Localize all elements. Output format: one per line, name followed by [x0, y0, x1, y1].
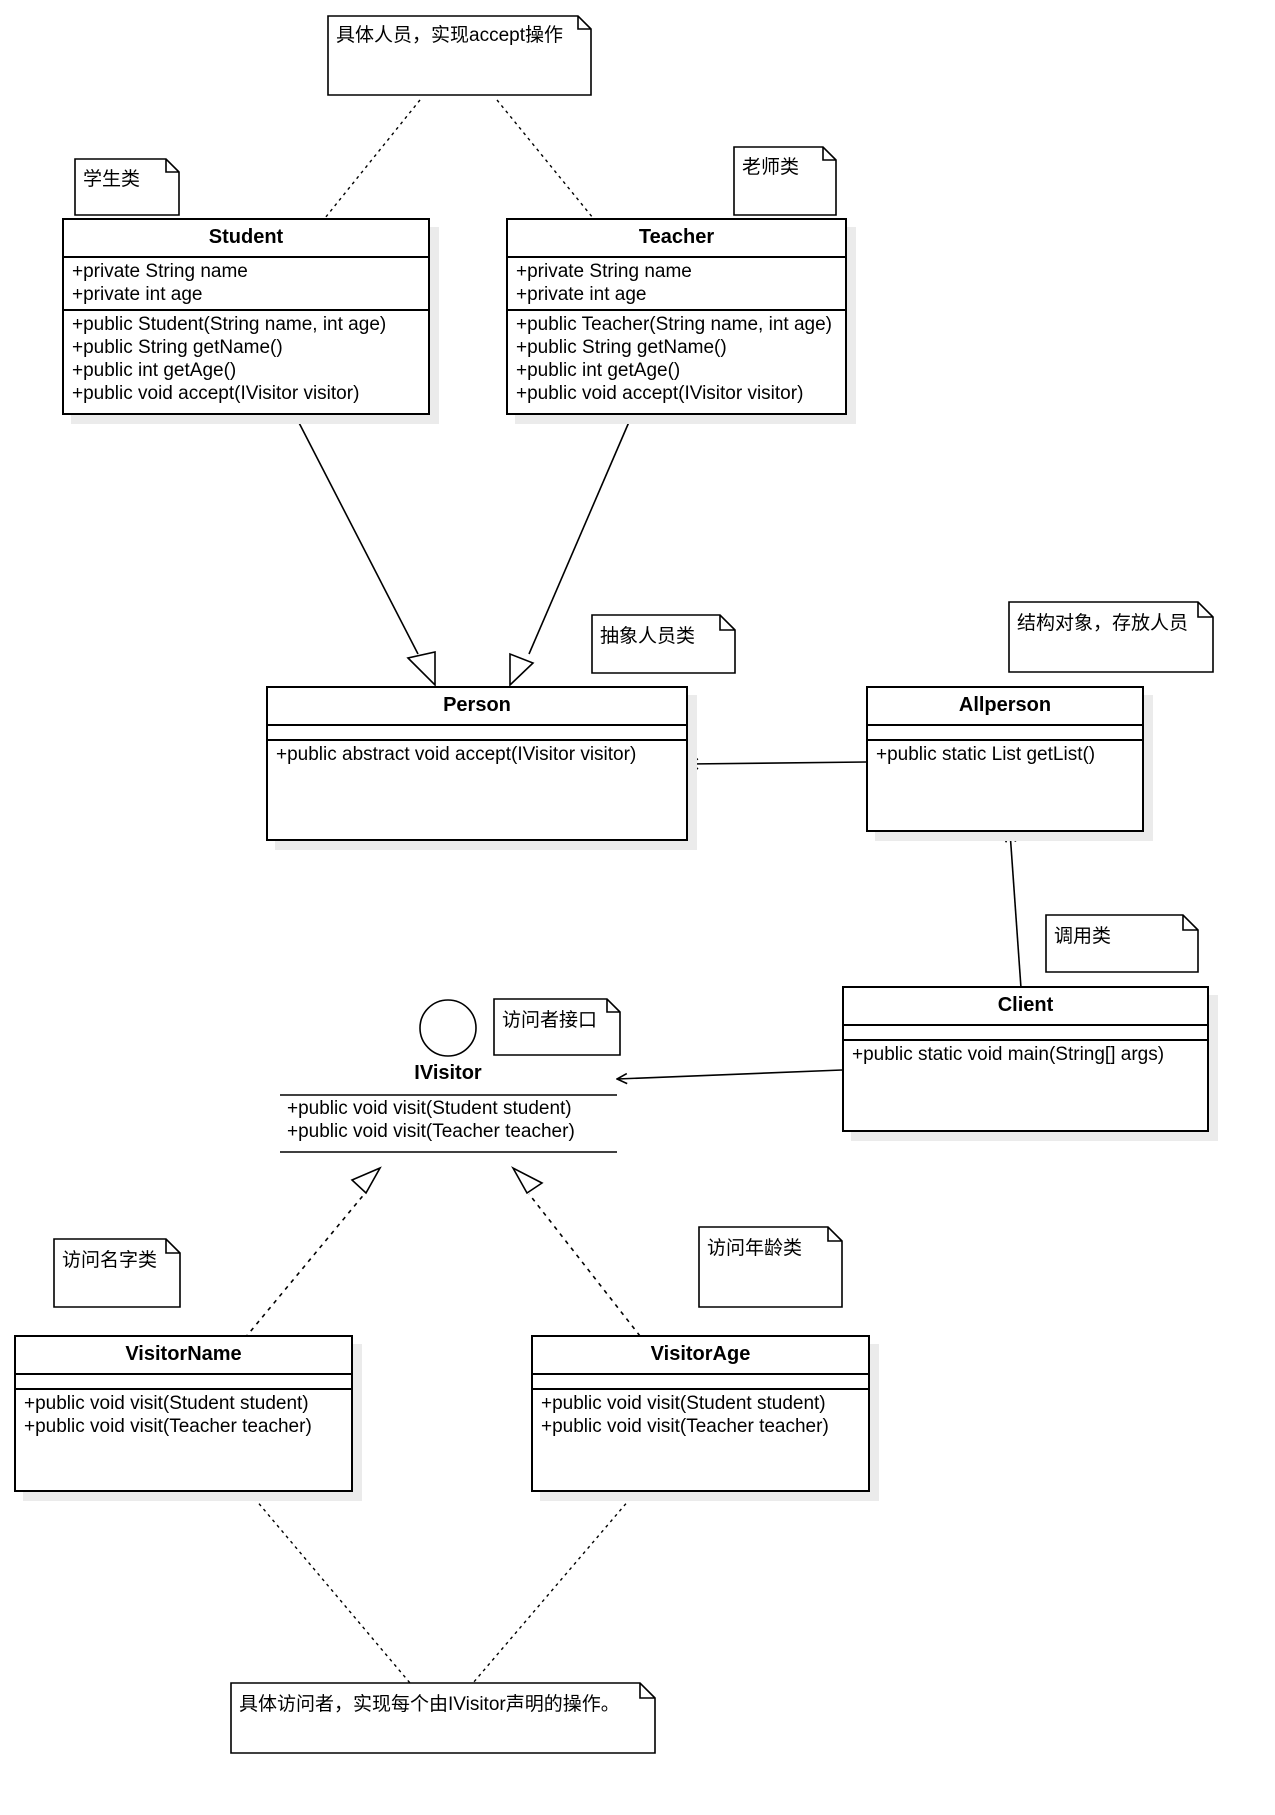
interface-name[interactable]: IVisitor [414, 1062, 482, 1084]
note-concrete-visitor: 具体访问者，实现每个由IVisitor声明的操作。 [239, 1694, 620, 1715]
class-attributes [844, 1026, 1207, 1041]
operation-row: +public Student(String name, int age) [72, 314, 387, 335]
operation-row: +public static List getList() [876, 744, 1096, 765]
operation-row: +public void accept(IVisitor visitor) [516, 383, 804, 404]
class-attributes: +private String name +private int age [64, 258, 428, 311]
class-allperson[interactable]: Allperson +public static List getList() [866, 686, 1144, 832]
note-shape-caller [1045, 914, 1199, 973]
class-visitorname[interactable]: VisitorName +public void visit(Student s… [14, 1335, 353, 1492]
class-operations: +public void visit(Student student) +pub… [16, 1390, 351, 1440]
association-allperson-person [688, 762, 867, 764]
anchor-note-teacher-class [496, 99, 594, 219]
class-attributes [533, 1375, 868, 1390]
class-attributes [16, 1375, 351, 1390]
class-name: Client [844, 988, 1207, 1026]
note-visitor-interface: 访问者接口 [502, 1010, 598, 1031]
note-teacher: 老师类 [742, 157, 800, 178]
operation-row: +public int getAge() [72, 360, 237, 381]
class-name: Person [268, 688, 686, 726]
anchor-note-visitorname-class [249, 1492, 411, 1684]
realization-visitorage-line [528, 1193, 641, 1337]
attribute-row: +private String name [516, 261, 692, 282]
operation-row: +public int getAge() [516, 360, 681, 381]
operation-row: +public abstract void accept(IVisitor vi… [276, 744, 637, 765]
operation-row: +public void visit(Teacher teacher) [24, 1416, 312, 1437]
realization-visitorage-triangle [510, 1166, 544, 1195]
class-operations: +public Teacher(String name, int age) +p… [508, 311, 845, 407]
note-shape-concrete-visitor [230, 1682, 656, 1754]
note-caller: 调用类 [1054, 926, 1112, 947]
note-visit-age: 访问年龄类 [707, 1238, 803, 1259]
class-name: VisitorName [16, 1337, 351, 1375]
note-shape-abstract-person [591, 614, 736, 674]
class-operations: +public static List getList() [868, 741, 1142, 768]
note-shape-teacher [733, 146, 837, 216]
operation-row: +public void visit(Student student) [541, 1393, 826, 1414]
class-operations: +public static void main(String[] args) [844, 1041, 1207, 1068]
class-attributes: +private String name +private int age [508, 258, 845, 311]
note-shape-visit-name [53, 1238, 181, 1308]
note-shape-visit-age [698, 1226, 843, 1308]
class-name: Student [64, 220, 428, 258]
note-abstract-person: 抽象人员类 [600, 626, 696, 647]
generalization-teacher-line [528, 414, 633, 655]
attribute-row: +private int age [516, 284, 647, 305]
note-visit-name: 访问名字类 [62, 1250, 158, 1271]
operation-row: +public void visit(Student student) [287, 1098, 572, 1119]
association-client-allperson [1010, 832, 1022, 989]
generalization-student-triangle [406, 651, 436, 687]
operation-row: +public String getName() [72, 337, 283, 358]
operation-row: +public Teacher(String name, int age) [516, 314, 832, 335]
anchor-note-student-class [324, 99, 421, 219]
realization-visitorname-line [244, 1191, 367, 1339]
ivisitor-interface-icon [419, 999, 477, 1057]
attribute-row: +private String name [72, 261, 248, 282]
class-operations: +public abstract void accept(IVisitor vi… [268, 741, 686, 768]
operation-row: +public void visit(Student student) [24, 1393, 309, 1414]
class-client[interactable]: Client +public static void main(String[]… [842, 986, 1209, 1132]
class-teacher[interactable]: Teacher +private String name +private in… [506, 218, 847, 415]
note-shape-visitor-interface [493, 998, 621, 1056]
interface-operations: +public void visit(Student student) +pub… [287, 1097, 575, 1143]
note-shape-structure [1008, 601, 1214, 673]
class-visitorage[interactable]: VisitorAge +public void visit(Student st… [531, 1335, 870, 1492]
anchor-note-visitorage-class [472, 1492, 636, 1684]
operation-row: +public void visit(Teacher teacher) [287, 1121, 575, 1142]
note-student: 学生类 [83, 169, 141, 190]
operation-row: +public void accept(IVisitor visitor) [72, 383, 360, 404]
generalization-teacher-triangle [509, 652, 535, 687]
realization-visitorname-triangle [350, 1166, 382, 1195]
operation-row: +public void visit(Teacher teacher) [541, 1416, 829, 1437]
operation-row: +public String getName() [516, 337, 727, 358]
generalization-student-line [294, 414, 419, 655]
class-name: VisitorAge [533, 1337, 868, 1375]
class-operations: +public Student(String name, int age) +p… [64, 311, 428, 407]
class-attributes [268, 726, 686, 741]
class-attributes [868, 726, 1142, 741]
note-structure: 结构对象，存放人员 [1017, 613, 1189, 634]
attribute-row: +private int age [72, 284, 203, 305]
class-name: Teacher [508, 220, 845, 258]
association-client-ivisitor [617, 1069, 843, 1079]
class-student[interactable]: Student +private String name +private in… [62, 218, 430, 415]
note-concrete-person: 具体人员，实现accept操作 [336, 25, 563, 46]
class-person[interactable]: Person +public abstract void accept(IVis… [266, 686, 688, 841]
class-operations: +public void visit(Student student) +pub… [533, 1390, 868, 1440]
note-shape-student [74, 158, 180, 216]
class-name: Allperson [868, 688, 1142, 726]
note-shape-concrete-person [327, 15, 592, 96]
operation-row: +public static void main(String[] args) [852, 1044, 1165, 1065]
